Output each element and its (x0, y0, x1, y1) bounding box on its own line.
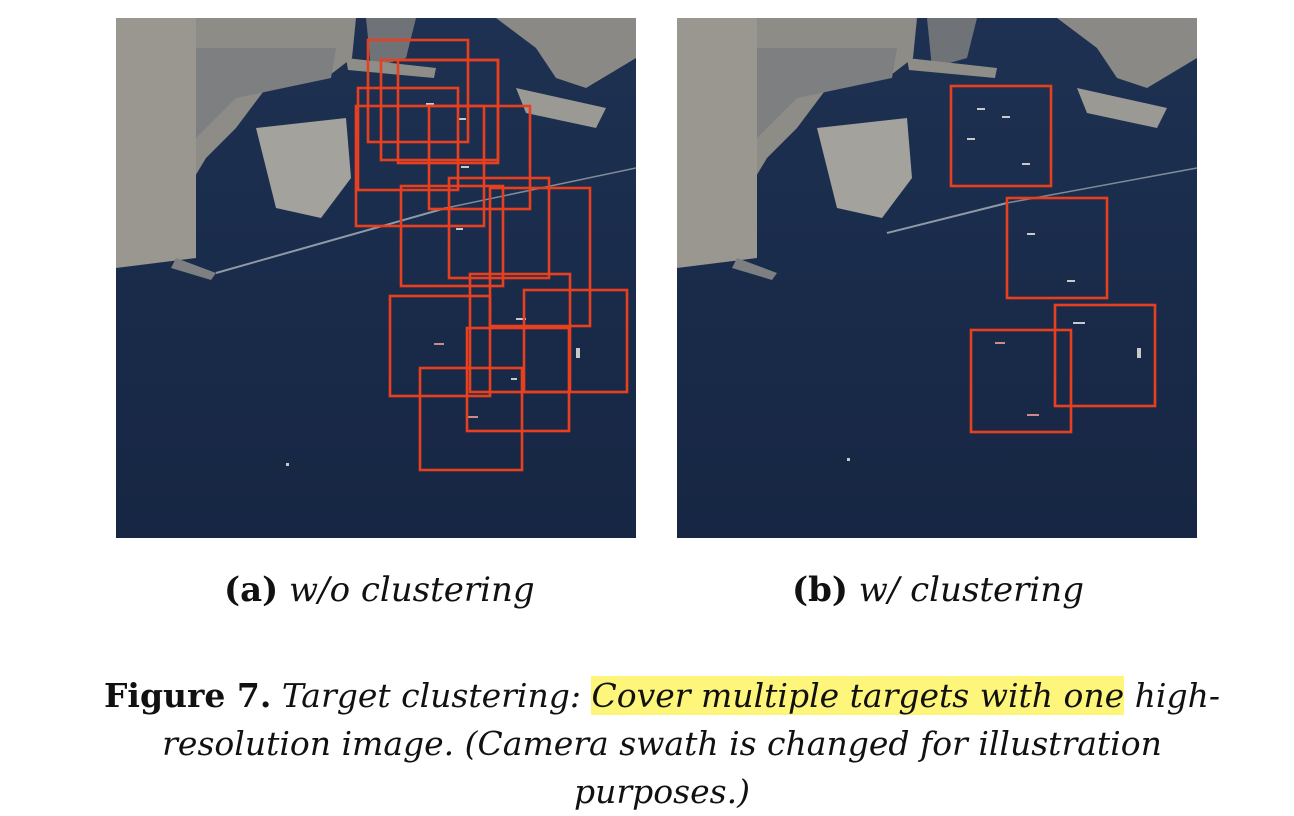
satellite-image-with-clustering (677, 18, 1197, 538)
subcaption-b-label: (b) (792, 570, 848, 610)
satellite-image-a (116, 18, 636, 538)
subcaption-a-title: w/o clustering (289, 570, 535, 610)
figure-caption: Figure 7. Target clustering: Cover multi… (72, 672, 1252, 816)
satellite-image-b (677, 18, 1197, 538)
figure-label: Figure 7. (103, 676, 272, 715)
capture-frames-b (949, 84, 1157, 434)
subcaption-a: (a) w/o clustering (224, 566, 535, 614)
satellite-image-without-clustering (116, 18, 636, 538)
subcaption-b-title: w/ clustering (858, 570, 1084, 610)
caption-text-before: Target clustering: (281, 676, 592, 715)
subcaption-a-label: (a) (224, 570, 279, 610)
subcaption-b: (b) w/ clustering (792, 566, 1084, 614)
capture-frames-a (354, 38, 629, 472)
caption-highlight: Cover multiple targets with one (591, 676, 1125, 715)
caption-text-after: high-resolution image. (Camera swath is … (162, 676, 1220, 811)
